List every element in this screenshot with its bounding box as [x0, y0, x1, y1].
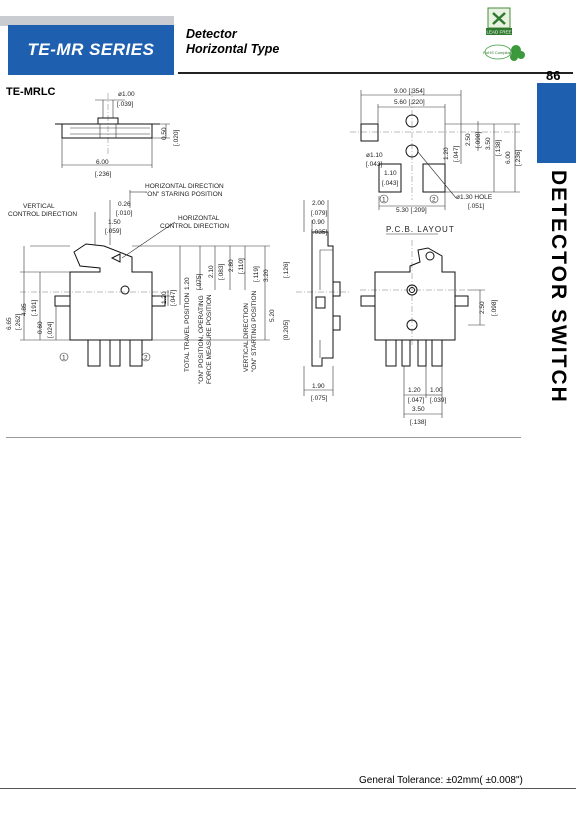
rohs-icon: RoHS Compliant [483, 44, 525, 61]
lbl-vertical-control2: CONTROL DIRECTION [8, 211, 77, 218]
right-d350: 3.50 [412, 406, 425, 413]
right-d098: [.098] [491, 300, 498, 316]
top-width: 6.00 [96, 159, 109, 166]
pcb-d043b: [.043] [382, 180, 398, 187]
page-number: 86 [546, 68, 561, 83]
general-tolerance: General Tolerance: ±02mm( ±0.008") [359, 775, 523, 786]
d191: [.191] [31, 300, 38, 316]
d047: [.047] [170, 290, 177, 306]
rohs-label: RoHS Compliant [483, 50, 514, 55]
pin1-label: 1 [62, 355, 66, 362]
side-d190: 1.90 [312, 383, 325, 390]
pcb-d098: [.098] [475, 132, 482, 148]
top-hole-dia: ø1.00 [118, 91, 135, 98]
pcb-d900: 9.00 [.354] [394, 88, 425, 95]
lbl-horizontal-direction: HORIZONTAL DIRECTION [145, 183, 224, 190]
side-d200: 2.00 [312, 200, 325, 207]
pcb-d350: 3.50 [485, 137, 492, 150]
d126: [.126] [283, 262, 290, 278]
pcb-layout: 1 2 9.00 [.354] 5.60 [.220] ø1.10 [.043]… [350, 88, 522, 235]
lead-free-label: LEAD FREE [486, 30, 511, 35]
model-label: TE-MRLC [6, 86, 56, 98]
pcb-d047: [.047] [453, 146, 460, 162]
lbl-force-measure: FORCE MEASURE POSITION [206, 294, 213, 384]
lbl-vertical-direction: VERTICAL DIRECTION [243, 303, 250, 372]
front-view: 1 2 0.26 [.010] 1.50 [.059] HORIZONTAL D… [6, 183, 290, 384]
pcb-d043: [.043] [366, 161, 382, 168]
d075hd: [.075] [196, 274, 203, 290]
pcb-d250: 2.50 [465, 133, 472, 146]
d205: [0.205] [283, 320, 290, 340]
top-view: ø1.00 [.039] 0.50 [.020] 6.00 [.236] [55, 91, 180, 178]
pcb-hole: ø1.30 HOLE [456, 194, 493, 201]
d120: 1.20 [161, 291, 168, 304]
subtitle-line2: Horizontal Type [186, 42, 280, 56]
side-tab [537, 83, 576, 163]
lead-free-icon: LEAD FREE [486, 7, 512, 35]
right-d120: 1.20 [408, 387, 421, 394]
d110: [.110] [238, 258, 245, 274]
right-d047: [.047] [408, 397, 424, 404]
series-title: TE-MR SERIES [8, 25, 174, 75]
top-height-in: [.020] [173, 130, 180, 146]
pcb-hole-in: [.051] [468, 203, 484, 210]
d119: [.119] [253, 266, 260, 282]
d010: [.010] [116, 210, 132, 217]
d320: 3.20 [263, 269, 270, 282]
badges: LEAD FREE RoHS Compliant [483, 7, 525, 61]
right-d250: 2.50 [479, 301, 486, 314]
technical-drawing: ø1.00 [.039] 0.50 [.020] 6.00 [.236] [6, 88, 522, 426]
lbl-horizontal-control: HORIZONTAL [178, 215, 220, 222]
side-d075: [.075] [311, 395, 327, 402]
side-d079: [.079] [311, 210, 327, 217]
d210: 2.10 [208, 265, 215, 278]
lbl-on-starting: "ON" STARTING POSITION [251, 290, 258, 372]
subtitle-line1: Detector [186, 27, 237, 41]
side-d035: [.035] [311, 229, 327, 236]
lbl-on-staring: "ON" STARING POSITION [145, 191, 223, 198]
top-hole-dia-in: [.039] [117, 101, 133, 108]
drawing-bottom-rule [6, 437, 521, 438]
side-d090: 0.90 [312, 219, 325, 226]
d059: [.059] [105, 228, 121, 235]
d026: 0.26 [118, 201, 131, 208]
right-d138: [.138] [410, 419, 426, 426]
right-d100: 1.00 [430, 387, 443, 394]
pcb-d530: 5.30 [.209] [396, 207, 427, 214]
pcb-title: P.C.B. LAYOUT [386, 225, 455, 234]
d520: 5.20 [269, 309, 276, 322]
lbl-on-operating: "ON" POSITION, OPERATING [198, 295, 205, 384]
footer-rule [0, 788, 576, 789]
pcb-d120: 1.20 [443, 147, 450, 160]
header-gray-bar [0, 16, 174, 26]
d060: 0.60 [37, 321, 44, 334]
pcb-d560: 5.60 [.220] [394, 99, 425, 106]
d083: [.083] [218, 264, 225, 280]
pcb-d110h: ø1.10 [366, 152, 383, 159]
pcb-d138: [.138] [495, 140, 502, 156]
d024: [.024] [47, 322, 54, 338]
lbl-horizontal-control2: CONTROL DIRECTION [160, 223, 229, 230]
d280: 2.80 [228, 259, 235, 272]
pcb-d110: 1.10 [384, 170, 397, 177]
pin2-label: 2 [144, 355, 148, 362]
pcb-pin2: 2 [432, 197, 436, 204]
d150: 1.50 [108, 219, 121, 226]
header-subtitle: Detector Horizontal Type [186, 27, 279, 57]
top-width-in: [.236] [95, 171, 111, 178]
right-view: 2.50 [.098] 1.20 [.047] 1.00 [.039] 3.50… [360, 240, 498, 426]
d262: [.262] [15, 314, 22, 330]
header-rule [178, 72, 573, 74]
lbl-vertical-control: VERTICAL [23, 203, 55, 210]
d120b: 1.20 [184, 277, 191, 290]
pcb-pin1: 1 [382, 197, 386, 204]
top-height: 0.50 [161, 127, 168, 140]
right-d039: [.039] [430, 397, 446, 404]
pcb-d236: [.236] [515, 150, 522, 166]
side-view: 2.00 [.079] 0.90 [.035] 1.90 [.075] [296, 200, 350, 402]
pcb-d600: 6.00 [505, 151, 512, 164]
d665: 6.65 [6, 317, 13, 330]
lbl-total-travel: TOTAL TRAVEL POSITION [184, 292, 191, 372]
d485: 4.85 [21, 303, 28, 316]
